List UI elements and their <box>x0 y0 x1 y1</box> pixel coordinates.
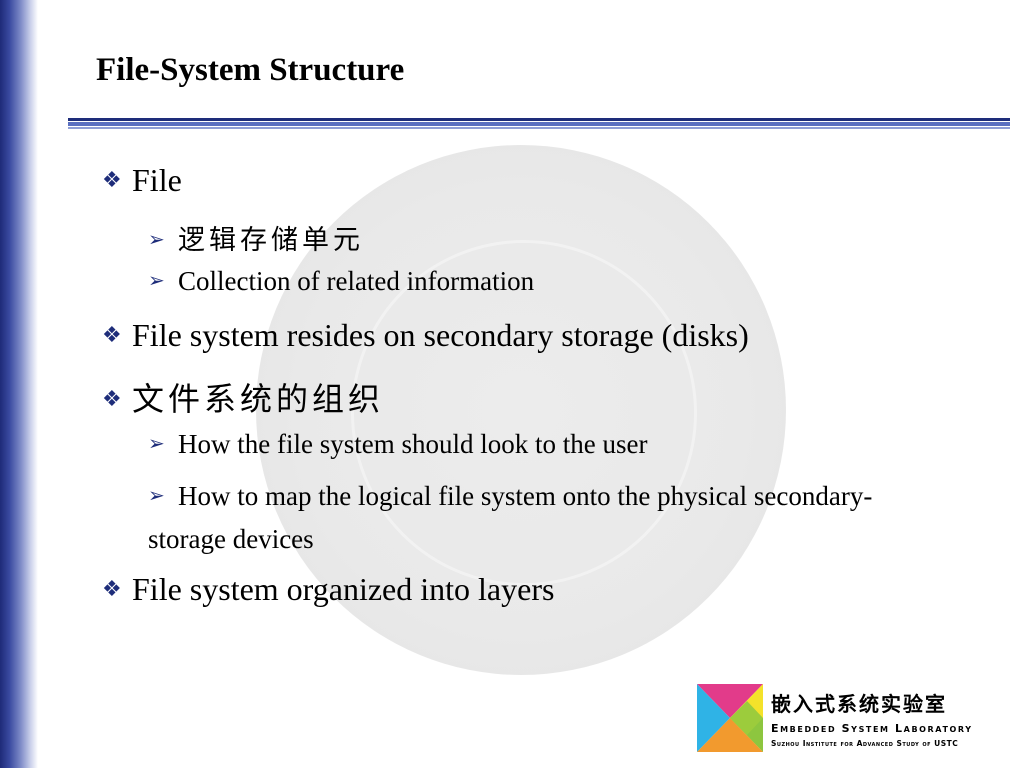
lab-logo: 嵌入式系统实验室 Embedded System Laboratory Suzh… <box>697 684 997 754</box>
title-divider <box>68 118 1010 130</box>
slide-title: File-System Structure <box>96 52 405 88</box>
diamond-bullet-icon: ❖ <box>102 576 122 601</box>
left-gradient-bar <box>0 0 38 768</box>
sub-bullet-text: 逻辑存储单元 <box>178 225 364 256</box>
bullet-item: ❖ 文件系统的组织 <box>102 374 384 420</box>
watermark-emblem <box>256 145 786 675</box>
bullet-text: File <box>132 162 182 198</box>
diamond-bullet-icon: ❖ <box>102 322 122 347</box>
sub-bullet-text: Collection of related information <box>178 266 535 296</box>
watermark-inner-ring <box>351 240 697 586</box>
diamond-bullet-icon: ❖ <box>102 386 122 411</box>
arrow-bullet-icon: ➢ <box>148 485 165 507</box>
diamond-bullet-icon: ❖ <box>102 167 122 192</box>
arrow-bullet-icon: ➢ <box>148 270 165 292</box>
arrow-bullet-icon: ➢ <box>148 433 165 455</box>
sub-bullet-text: How to map the logical file system onto … <box>148 481 873 554</box>
sub-bullet-item: ➢ How the file system should look to the … <box>148 429 647 460</box>
lab-name-en: Embedded System Laboratory <box>771 722 973 735</box>
bullet-text: File system resides on secondary storage… <box>132 317 749 353</box>
tangram-logo-icon <box>697 684 763 752</box>
bullet-item: ❖ File system resides on secondary storag… <box>102 317 749 354</box>
arrow-bullet-icon: ➢ <box>148 229 165 251</box>
institute-name: Suzhou Institute for Advanced Study of U… <box>771 739 959 748</box>
bullet-item: ❖ File system organized into layers <box>102 571 554 608</box>
lab-name-cn: 嵌入式系统实验室 <box>771 692 947 716</box>
sub-bullet-text: How the file system should look to the u… <box>178 429 648 459</box>
bullet-text: File system organized into layers <box>132 571 555 607</box>
bullet-text: 文件系统的组织 <box>132 380 385 418</box>
bullet-item: ❖ File <box>102 162 182 199</box>
sub-bullet-item: ➢ 逻辑存储单元 <box>148 218 364 257</box>
sub-bullet-item: ➢ Collection of related information <box>148 266 534 297</box>
sub-bullet-item: ➢How to map the logical file system onto… <box>148 476 888 559</box>
